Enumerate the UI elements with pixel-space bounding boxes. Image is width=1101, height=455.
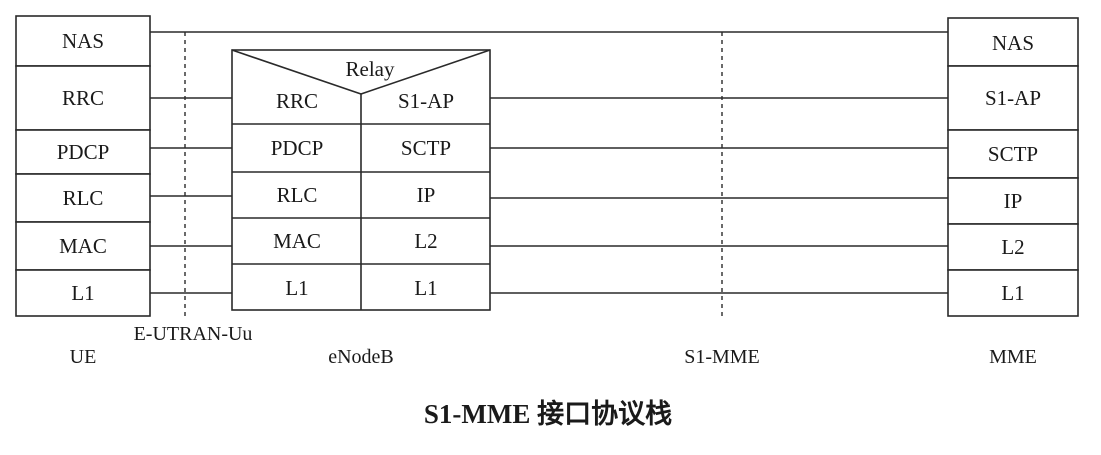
enodeb-left-l1: L1 [285,276,308,300]
relay-label: Relay [346,57,395,81]
mme-layer-l1 [947,269,1079,317]
mme-layer-s1ap [947,65,1079,131]
mme-label-l2: L2 [1001,235,1024,259]
ue-label-rlc: RLC [63,186,104,210]
enodeb-node-label: eNodeB [328,346,394,368]
enodeb-stack: Relay RRC PDCP RLC MAC L1 S1-AP SCTP IP … [231,49,491,311]
mme-label-ip: IP [1004,189,1023,213]
mme-layer-l2 [947,223,1079,271]
ue-layer-l1 [15,269,151,317]
ue-stack: NAS RRC PDCP RLC MAC L1 [15,15,151,317]
mme-label-nas: NAS [992,31,1034,55]
uu-interface-label: E-UTRAN-Uu [134,323,253,345]
s1-interface-label: S1-MME [684,346,760,368]
enodeb-right-l1: L1 [414,276,437,300]
mme-node-label: MME [989,346,1037,368]
mme-label-s1ap: S1-AP [985,86,1041,110]
mme-label-l1: L1 [1001,281,1024,305]
ue-layer-pdcp [15,129,151,175]
enodeb-right-l2: L2 [414,229,437,253]
ue-label-nas: NAS [62,29,104,53]
enodeb-left-pdcp: PDCP [271,136,324,160]
ue-label-l1: L1 [71,281,94,305]
figure-caption: S1-MME 接口协议栈 [424,399,672,429]
ue-layer-mac [15,221,151,271]
ue-label-rrc: RRC [62,86,104,110]
ue-layer-rlc [15,173,151,223]
mme-layer-sctp [947,129,1079,179]
ue-layer-nas [15,15,151,67]
connection-lines [150,31,948,294]
enodeb-right-s1ap: S1-AP [398,89,454,113]
enodeb-right-sctp: SCTP [401,136,451,160]
enodeb-left-mac: MAC [273,229,321,253]
mme-label-sctp: SCTP [988,142,1038,166]
enodeb-left-rrc: RRC [276,89,318,113]
relay-left-diagonal [231,49,362,95]
relay-right-diagonal [360,49,491,95]
mme-layer-ip [947,177,1079,225]
ue-label-pdcp: PDCP [57,140,110,164]
ue-layer-rrc [15,65,151,131]
ue-label-mac: MAC [59,234,107,258]
enodeb-left-rlc: RLC [277,183,318,207]
ue-node-label: UE [70,346,97,368]
mme-layer-nas [947,17,1079,67]
mme-stack: NAS S1-AP SCTP IP L2 L1 [947,17,1079,317]
enodeb-right-ip: IP [417,183,436,207]
